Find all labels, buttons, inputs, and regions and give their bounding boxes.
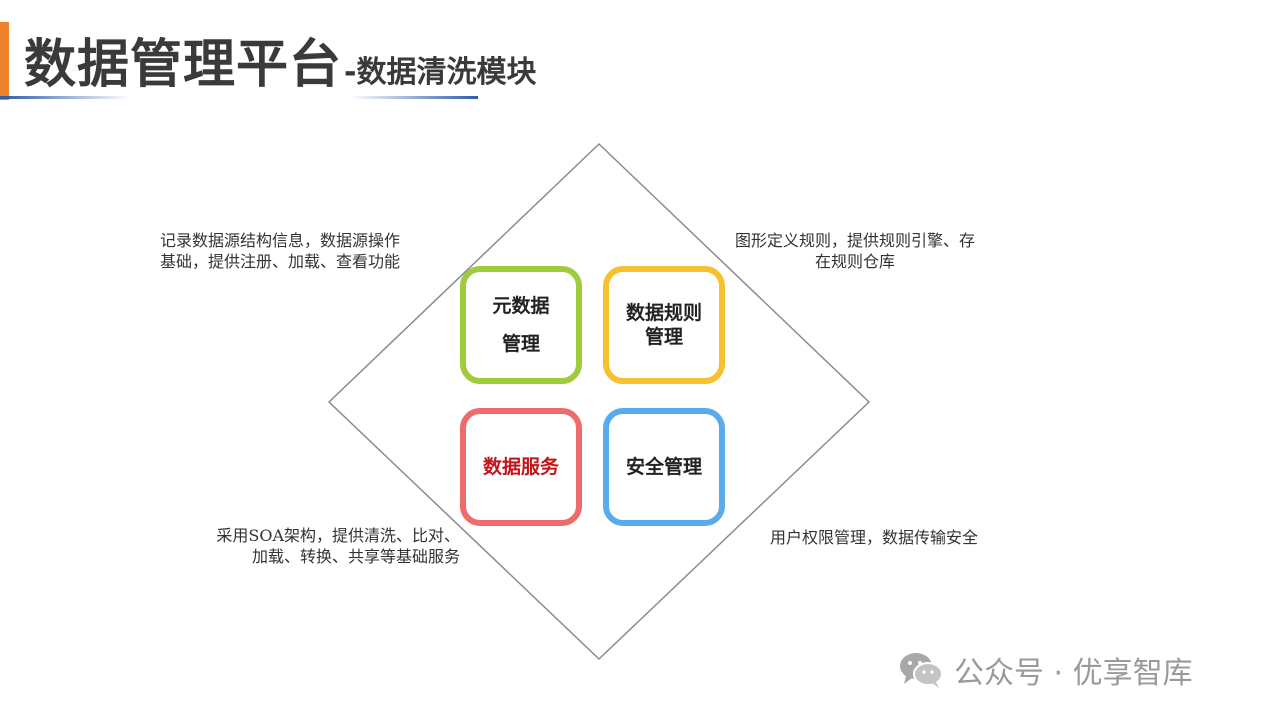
rules-description-line1: 图形定义规则，提供规则引擎、存 bbox=[734, 231, 975, 250]
metadata-description: 记录数据源结构信息，数据源操作 基础，提供注册、加载、查看功能 bbox=[160, 230, 450, 272]
metadata-box-line1: 元数据 bbox=[492, 295, 550, 317]
service-description-line1: 采用SOA架构，提供清洗、比对、 bbox=[216, 526, 460, 545]
watermark: 公众号 · 优享智库 bbox=[898, 648, 1193, 692]
rules-description: 图形定义规则，提供规则引擎、存 在规则仓库 bbox=[700, 230, 1010, 272]
security-box-label: 安全管理 bbox=[625, 456, 702, 478]
metadata-description-line2: 基础，提供注册、加载、查看功能 bbox=[160, 252, 401, 271]
data-rules-management-box[interactable]: 数据规则 管理 bbox=[603, 266, 725, 384]
data-service-box[interactable]: 数据服务 bbox=[460, 408, 582, 526]
title-underline-right bbox=[350, 96, 478, 99]
rules-box-line2: 管理 bbox=[644, 326, 683, 348]
diamond-outline bbox=[327, 142, 871, 661]
metadata-box-line2: 管理 bbox=[501, 333, 540, 355]
security-description: 用户权限管理，数据传输安全 bbox=[770, 527, 1030, 548]
service-box-label: 数据服务 bbox=[482, 456, 559, 478]
page-title: 数据管理平台 -数据清洗模块 bbox=[24, 22, 536, 97]
rules-box-line1: 数据规则 bbox=[625, 302, 702, 324]
security-description-line1: 用户权限管理，数据传输安全 bbox=[770, 528, 979, 547]
security-management-box[interactable]: 安全管理 bbox=[603, 408, 725, 526]
wechat-icon bbox=[900, 653, 943, 688]
watermark-text: 公众号 · 优享智库 bbox=[954, 656, 1193, 691]
service-description-line2: 加载、转换、共享等基础服务 bbox=[251, 547, 460, 566]
service-description: 采用SOA架构，提供清洗、比对、 加载、转换、共享等基础服务 bbox=[150, 525, 460, 567]
title-underline-left bbox=[0, 96, 130, 99]
rules-description-line2: 在规则仓库 bbox=[814, 252, 895, 271]
metadata-description-line1: 记录数据源结构信息，数据源操作 bbox=[160, 231, 401, 250]
title-accent-bar bbox=[0, 22, 9, 100]
page-title-sub: -数据清洗模块 bbox=[344, 55, 537, 90]
metadata-management-box[interactable]: 元数据 管理 bbox=[460, 266, 582, 384]
page-title-main: 数据管理平台 bbox=[24, 35, 343, 95]
